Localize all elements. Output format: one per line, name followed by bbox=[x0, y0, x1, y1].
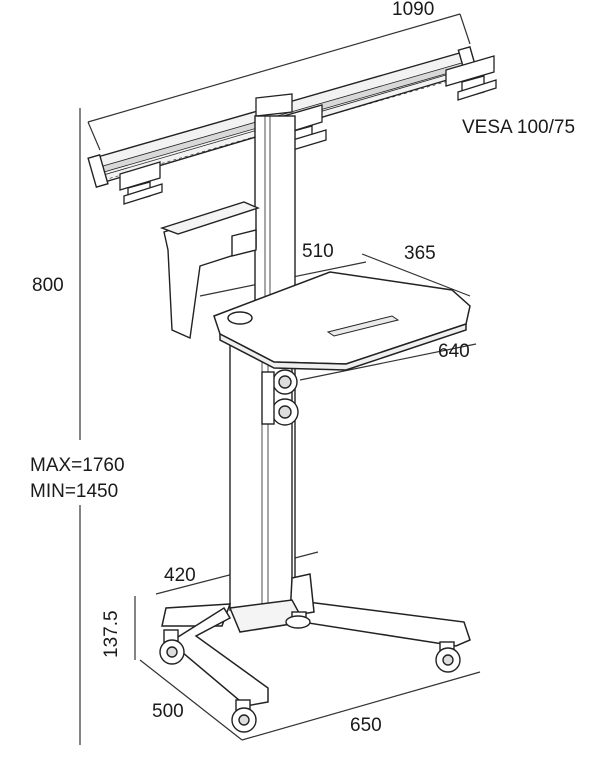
dim-line-top-width bbox=[87, 13, 461, 123]
label-height-min: MIN=1450 bbox=[30, 481, 119, 502]
label-tray-depth: 510 bbox=[302, 241, 334, 262]
dim-line-base-width bbox=[241, 671, 481, 741]
label-base-inner: 420 bbox=[164, 565, 196, 586]
label-base-width: 650 bbox=[350, 715, 382, 736]
pole-clamp bbox=[255, 93, 293, 117]
label-top-width: 1090 bbox=[392, 0, 435, 20]
dim-line-tray-side bbox=[361, 253, 471, 297]
casters bbox=[159, 611, 461, 733]
caster-back bbox=[285, 611, 311, 629]
label-height-max: MAX=1760 bbox=[30, 455, 125, 476]
dim-line-base-depth bbox=[139, 659, 243, 741]
vesa-mount-right bbox=[445, 55, 497, 101]
label-tray-width: 640 bbox=[438, 341, 470, 362]
label-base-depth: 500 bbox=[152, 701, 184, 722]
storage-basket bbox=[159, 201, 260, 340]
adjust-knobs bbox=[261, 369, 299, 426]
label-tray-side: 365 bbox=[404, 243, 436, 264]
caster-right bbox=[435, 641, 461, 673]
label-vesa: VESA 100/75 bbox=[462, 117, 576, 138]
vesa-mount-left bbox=[119, 161, 163, 205]
label-base-height: 137.5 bbox=[101, 610, 122, 658]
dim-line-tray-width bbox=[299, 343, 477, 381]
caster-left bbox=[159, 629, 185, 665]
base-legs bbox=[161, 573, 471, 707]
caster-front bbox=[231, 699, 257, 733]
work-tray bbox=[213, 271, 471, 371]
label-height-upper: 800 bbox=[32, 275, 64, 296]
